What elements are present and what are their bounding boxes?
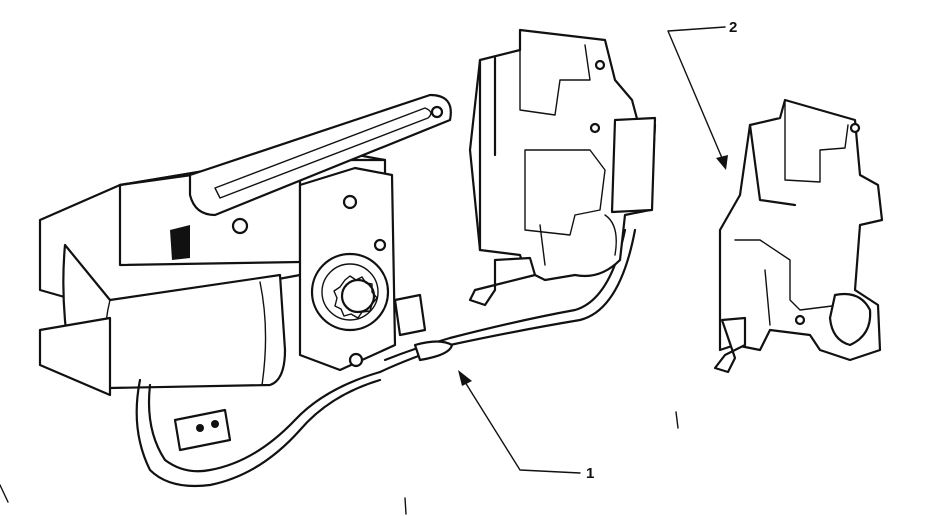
motor-assembly [38,93,637,488]
callout-1: 1 [458,370,594,482]
callout-1-label: 1 [586,465,594,482]
scan-marks [0,411,679,515]
replacement-switch [713,98,884,374]
callout-2-label: 2 [729,19,737,36]
callout-2: 2 [667,19,737,170]
switch-assembly [468,28,657,307]
